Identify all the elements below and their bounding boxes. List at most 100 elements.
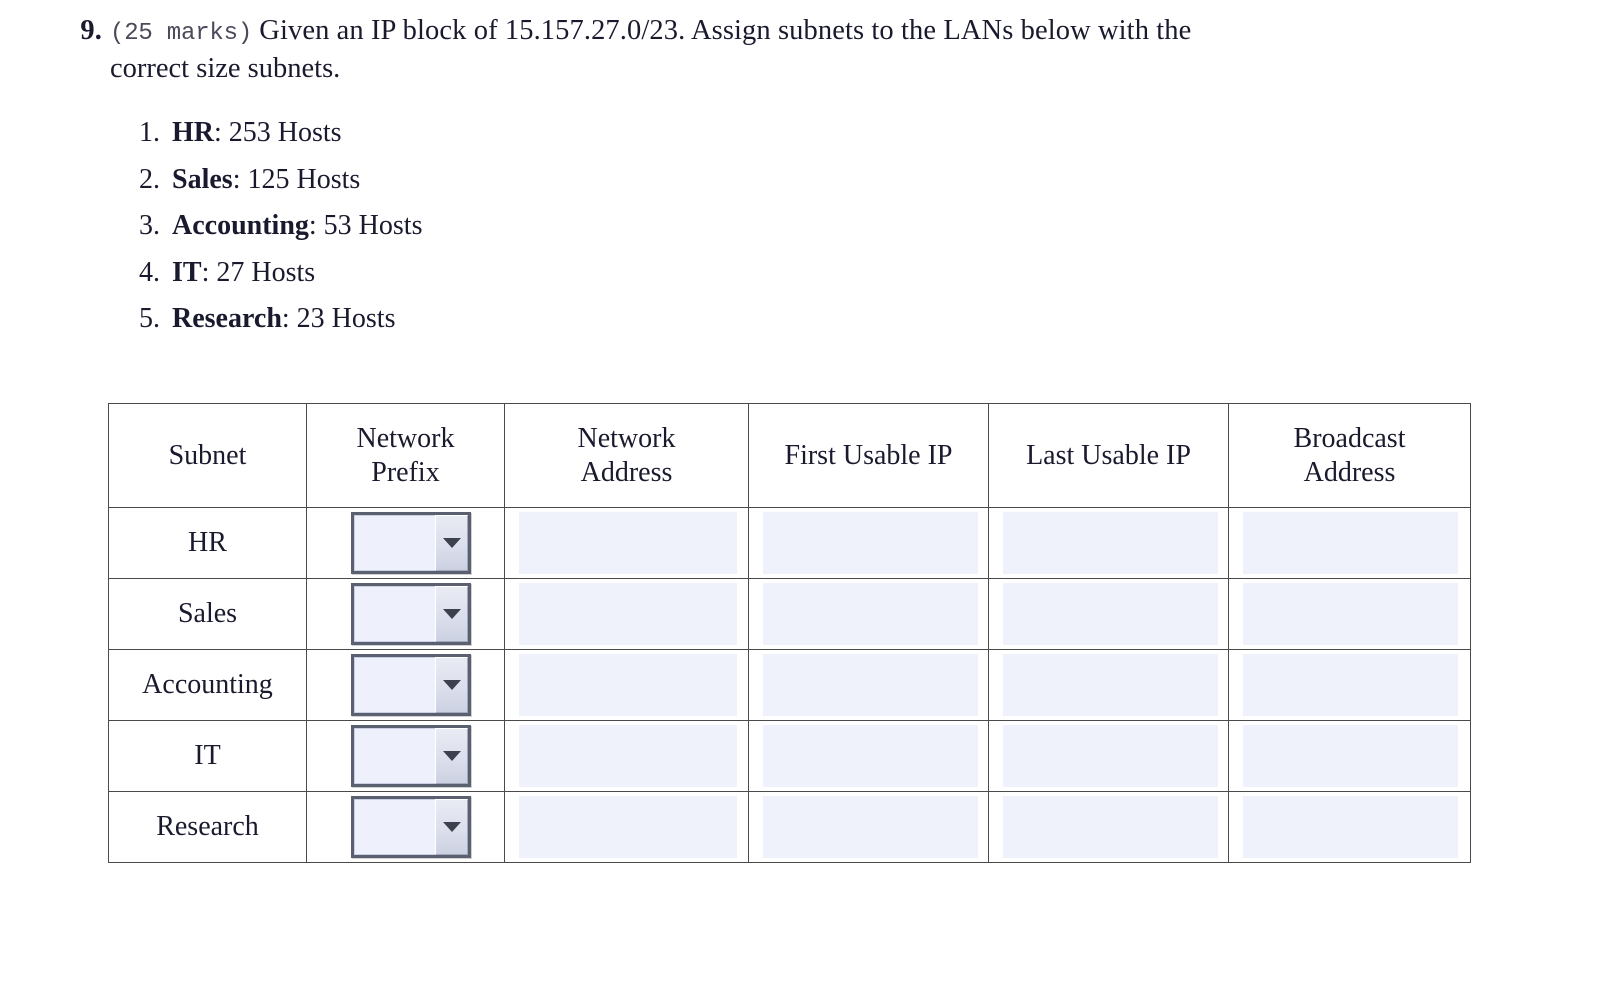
network-address-input-research[interactable] <box>519 796 737 858</box>
list-item-detail: : 253 Hosts <box>214 117 342 148</box>
cell-last-usable-ip-hr <box>988 507 1229 579</box>
broadcast-address-input-accounting[interactable] <box>1243 654 1458 716</box>
table-row: Accounting <box>108 649 1471 721</box>
cell-first-usable-ip-research <box>748 791 989 863</box>
question-line-1: 9. (25 marks) Given an IP block of 15.157… <box>60 12 1410 52</box>
caret-glyph <box>442 538 461 548</box>
cell-network-prefix-it <box>306 720 505 792</box>
question-block: 9. (25 marks) Given an IP block of 15.157… <box>60 12 1410 87</box>
column-header-first-usable-ip: First Usable IP <box>748 403 989 508</box>
last-usable-ip-input-hr[interactable] <box>1003 512 1218 574</box>
list-item-detail: : 53 Hosts <box>308 210 423 241</box>
network-prefix-dropdown-value-sales[interactable] <box>354 586 435 642</box>
cell-first-usable-ip-it <box>748 720 989 792</box>
broadcast-address-input-research[interactable] <box>1243 796 1458 858</box>
network-prefix-dropdown-accounting[interactable] <box>351 654 471 716</box>
cell-network-address-sales <box>504 578 749 650</box>
column-header-first-usable-ip-label: First Usable IP <box>784 439 953 471</box>
broadcast-address-input-sales[interactable] <box>1243 583 1458 645</box>
cell-first-usable-ip-accounting <box>748 649 989 721</box>
network-prefix-dropdown-value-hr[interactable] <box>354 515 435 571</box>
network-prefix-dropdown-research[interactable] <box>351 796 471 858</box>
last-usable-ip-input-research[interactable] <box>1003 796 1218 858</box>
column-header-last-usable-ip: Last Usable IP <box>988 403 1229 508</box>
broadcast-address-input-it[interactable] <box>1243 725 1458 787</box>
cell-broadcast-address-hr <box>1228 507 1471 579</box>
list-item-index: 1. <box>139 117 160 148</box>
network-address-input-hr[interactable] <box>519 512 737 574</box>
first-usable-ip-input-it[interactable] <box>763 725 978 787</box>
table-row: IT <box>108 720 1471 792</box>
first-usable-ip-input-research[interactable] <box>763 796 978 858</box>
network-prefix-dropdown-hr[interactable] <box>351 512 471 574</box>
table-row: Research <box>108 791 1471 863</box>
question-statement-line2: correct size subnets. <box>110 53 341 84</box>
list-item-name: Sales <box>172 163 233 195</box>
first-usable-ip-input-accounting[interactable] <box>763 654 978 716</box>
network-prefix-dropdown-value-research[interactable] <box>354 799 435 855</box>
row-label-sales: Sales <box>108 578 307 650</box>
list-item: 1. HR: 253 Hosts <box>126 110 422 157</box>
table-row: Sales <box>108 578 1471 650</box>
caret-glyph <box>442 680 461 690</box>
chevron-down-icon[interactable] <box>435 728 468 784</box>
column-header-network-prefix-line2: Prefix <box>371 456 440 488</box>
column-header-broadcast-address-line2: Address <box>1303 456 1396 488</box>
list-item-name: HR <box>172 117 214 148</box>
list-item-name: IT <box>172 256 202 288</box>
first-usable-ip-input-sales[interactable] <box>763 583 978 645</box>
network-address-input-accounting[interactable] <box>519 654 737 716</box>
column-header-broadcast-address: Broadcast Address <box>1228 403 1471 508</box>
list-item: 5.Research: 23 Hosts <box>126 296 422 343</box>
last-usable-ip-input-it[interactable] <box>1003 725 1218 787</box>
network-prefix-dropdown-value-accounting[interactable] <box>354 657 435 713</box>
list-item-name: Accounting <box>172 210 309 241</box>
cell-last-usable-ip-accounting <box>988 649 1229 721</box>
chevron-down-icon[interactable] <box>435 799 468 855</box>
row-label-accounting: Accounting <box>108 649 307 721</box>
table-header-row: Subnet Network Prefix Network Address Fi… <box>108 403 1471 508</box>
network-prefix-dropdown-sales[interactable] <box>351 583 471 645</box>
cell-network-address-hr <box>504 507 749 579</box>
list-item: 3. Accounting: 53 Hosts <box>126 203 422 250</box>
chevron-down-icon[interactable] <box>435 657 468 713</box>
column-header-subnet-label: Subnet <box>168 439 247 471</box>
last-usable-ip-input-sales[interactable] <box>1003 583 1218 645</box>
network-prefix-dropdown-value-it[interactable] <box>354 728 435 784</box>
first-usable-ip-input-hr[interactable] <box>763 512 978 574</box>
cell-broadcast-address-research <box>1228 791 1471 863</box>
network-address-input-it[interactable] <box>519 725 737 787</box>
cell-broadcast-address-it <box>1228 720 1471 792</box>
cell-last-usable-ip-sales <box>988 578 1229 650</box>
cell-broadcast-address-sales <box>1228 578 1471 650</box>
column-header-broadcast-address-line1: Broadcast <box>1293 422 1406 454</box>
subnet-assignment-table: Subnet Network Prefix Network Address Fi… <box>108 403 1471 863</box>
table-body: HR Sales <box>108 507 1471 863</box>
column-header-subnet: Subnet <box>108 403 307 508</box>
question-statement-line1: Given an IP block of 15.157.27.0/23. Ass… <box>259 15 1192 46</box>
cell-network-address-research <box>504 791 749 863</box>
list-item: 4.IT: 27 Hosts <box>126 250 422 297</box>
lan-requirements-list: 1. HR: 253 Hosts 2. Sales: 125 Hosts 3. Acc… <box>126 110 422 343</box>
list-item-detail: : 125 Hosts <box>232 163 361 195</box>
question-marks: (25 marks) <box>110 20 253 47</box>
row-label-research: Research <box>108 791 307 863</box>
question-number: 9. <box>80 15 102 46</box>
cell-last-usable-ip-research <box>988 791 1229 863</box>
caret-glyph <box>442 822 461 832</box>
list-item-detail: : 27 Hosts <box>201 256 316 288</box>
cell-first-usable-ip-hr <box>748 507 989 579</box>
column-header-last-usable-ip-label: Last Usable IP <box>1026 439 1191 471</box>
last-usable-ip-input-accounting[interactable] <box>1003 654 1218 716</box>
chevron-down-icon[interactable] <box>435 586 468 642</box>
table-row: HR <box>108 507 1471 579</box>
cell-first-usable-ip-sales <box>748 578 989 650</box>
cell-network-prefix-accounting <box>306 649 505 721</box>
chevron-down-icon[interactable] <box>435 515 468 571</box>
list-item-detail: : 23 Hosts <box>281 303 396 334</box>
broadcast-address-input-hr[interactable] <box>1243 512 1458 574</box>
network-address-input-sales[interactable] <box>519 583 737 645</box>
list-item-index: 2. <box>139 163 160 195</box>
network-prefix-dropdown-it[interactable] <box>351 725 471 787</box>
list-item-index: 3. <box>139 210 160 241</box>
